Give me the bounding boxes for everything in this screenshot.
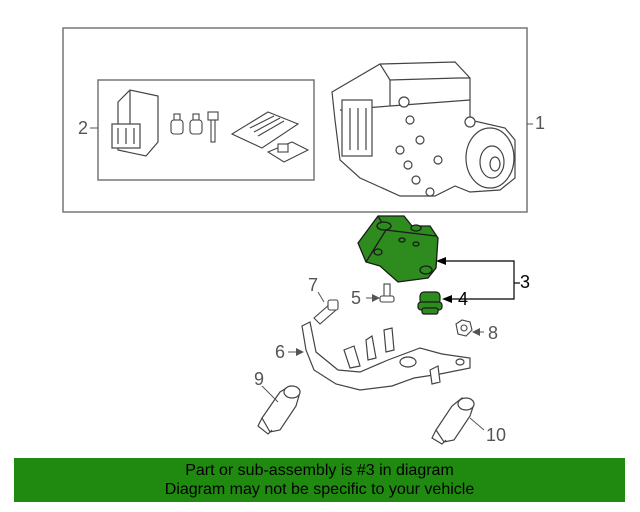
info-banner: Part or sub-assembly is #3 in diagram Di… [14, 458, 625, 502]
bracket-icon [357, 215, 439, 283]
callout-2: 2 [78, 118, 89, 138]
callout-10: 10 [486, 425, 507, 445]
leader-7 [317, 291, 325, 303]
callout-8: 8 [488, 323, 499, 343]
callout-5: 5 [351, 288, 362, 308]
parts-diagram [62, 27, 533, 445]
callout-9: 9 [254, 369, 265, 389]
arrowhead-6 [296, 348, 304, 356]
wheel-speed-sensor-icon [257, 385, 301, 435]
wheel-speed-sensor-10-icon [431, 397, 475, 445]
leader-3 [438, 260, 515, 300]
arrowhead-4 [442, 295, 452, 303]
callout-3: 3 [520, 272, 531, 292]
subassembly-frame [97, 79, 315, 181]
banner-line-1: Part or sub-assembly is #3 in diagram [185, 462, 454, 479]
arrowhead-3 [436, 257, 446, 265]
nut-icon [455, 319, 473, 337]
bolt-icon [379, 283, 395, 303]
assembly-frame [62, 27, 528, 213]
callout-4: 4 [458, 289, 469, 309]
mount-bracket-icon [301, 321, 471, 391]
instruction-card-icon [230, 111, 310, 163]
callout-7: 7 [308, 275, 319, 295]
arrowhead-5 [372, 294, 380, 302]
arrowhead-8 [472, 328, 480, 336]
abs-modulator-icon [331, 61, 516, 197]
banner-line-2: Diagram may not be specific to your vehi… [164, 481, 475, 498]
bolt-7-icon [313, 299, 339, 325]
screw-icons [170, 111, 219, 143]
control-module-icon [111, 89, 159, 157]
leader-9 [261, 385, 279, 403]
leader-10 [469, 417, 485, 431]
callout-6: 6 [275, 342, 286, 362]
callout-1: 1 [535, 113, 546, 133]
grommet-icon [417, 291, 443, 315]
